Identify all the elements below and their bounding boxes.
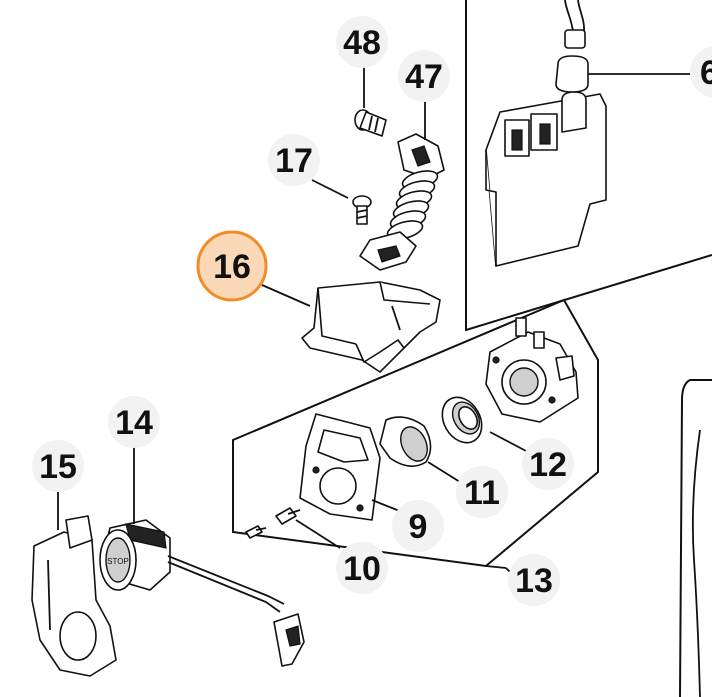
- leader-10: [295, 519, 341, 549]
- callout-47-label: 47: [405, 58, 443, 96]
- leader-9: [371, 499, 403, 513]
- part-11-ring: [441, 396, 483, 444]
- callout-9-label: 9: [409, 508, 428, 546]
- ignition-module-frame: [465, 0, 712, 332]
- callout-17-label: 17: [275, 142, 313, 180]
- leader-13: [505, 567, 511, 573]
- leader-17: [311, 179, 349, 199]
- carburetor-kit-frame: [232, 298, 599, 569]
- callout-15: 15: [32, 440, 84, 492]
- part-12-carburetor: [485, 317, 579, 423]
- callout-6: 6: [690, 46, 712, 98]
- callout-47: 47: [398, 50, 450, 102]
- part-48-screw: [354, 109, 387, 137]
- stop-text: STOP: [107, 557, 129, 566]
- callout-13: 13: [508, 554, 560, 606]
- part-14-stop-switch: STOP: [99, 519, 305, 667]
- leader-11: [427, 461, 461, 483]
- callout-10: 10: [336, 542, 388, 594]
- callout-11-label: 11: [464, 474, 500, 512]
- callout-14-label: 14: [115, 404, 153, 442]
- callout-12: 12: [522, 438, 574, 490]
- callout-10-label: 10: [343, 550, 381, 588]
- ignition-module: [485, 0, 700, 267]
- callout-48-label: 48: [343, 24, 381, 62]
- callout-17: 17: [268, 134, 320, 186]
- leader-12: [489, 431, 529, 453]
- part-9-gasket: [299, 413, 381, 521]
- callout-16-highlight: 16: [196, 230, 268, 302]
- callout-48: 48: [336, 16, 388, 68]
- right-edge-part: [679, 379, 712, 697]
- part-16-cover: [301, 281, 441, 373]
- part-15-housing: [31, 515, 117, 677]
- part-17-screw: [352, 195, 372, 225]
- callout-12-label: 12: [529, 446, 567, 484]
- part-10-screws: [245, 507, 301, 539]
- callout-14: 14: [108, 396, 160, 448]
- callout-13-label: 13: [515, 562, 553, 600]
- callout-16-label: 16: [213, 248, 251, 286]
- leader-16: [261, 284, 311, 307]
- callout-15-label: 15: [39, 448, 77, 486]
- callout-9: 9: [392, 500, 444, 552]
- part-11-funnel: [379, 416, 432, 467]
- part-47-cable-sleeve: [359, 133, 445, 271]
- callout-6-label: 6: [700, 54, 712, 92]
- callout-11: 11: [456, 466, 508, 518]
